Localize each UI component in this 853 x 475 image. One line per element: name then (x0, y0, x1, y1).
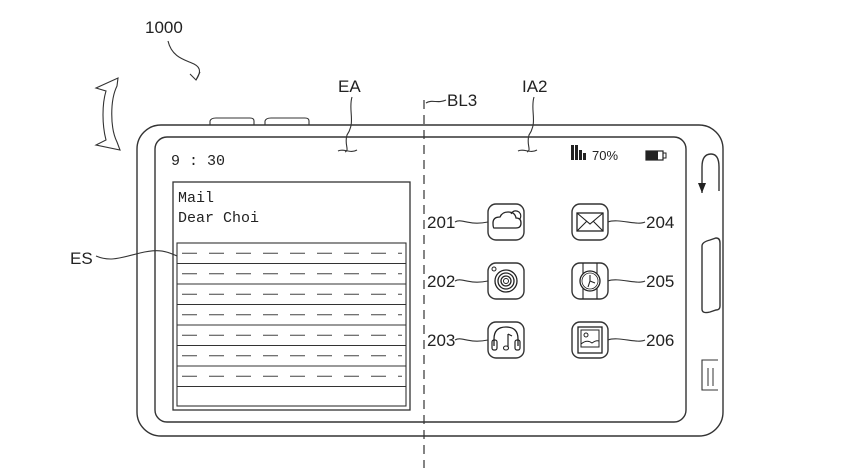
app-ref-label: 203 (427, 331, 455, 350)
app-icon-frame (487, 262, 525, 300)
app-ref-leader (454, 279, 489, 283)
app-icon-206[interactable] (571, 321, 609, 359)
rotate-arrow-icon (94, 77, 121, 151)
app-ref-leader (607, 338, 646, 342)
mail-text-rows (177, 252, 406, 387)
screen (154, 136, 687, 423)
side-button-2[interactable] (264, 117, 310, 125)
mail-title: Mail (178, 190, 214, 207)
device-ref-label: 1000 (145, 18, 183, 37)
gallery-picture-icon (577, 326, 603, 354)
app-icon-grid: 201 202 203 204 205 206 (427, 203, 674, 359)
status-time: 9 : 30 (171, 153, 225, 170)
ea-leader (337, 96, 358, 153)
camera-icon (491, 266, 518, 293)
app-icon-203[interactable] (487, 321, 525, 359)
app-ref-label: 205 (646, 272, 674, 291)
app-icon-205[interactable] (571, 262, 609, 300)
icon-area-label: IA2 (522, 77, 548, 96)
side-button-1[interactable] (209, 117, 255, 125)
device-body (136, 124, 724, 437)
cloud-weather-icon (492, 210, 522, 229)
battery-percent: 70% (592, 148, 618, 163)
app-ref-label: 201 (427, 213, 455, 232)
es-leader (95, 250, 178, 260)
mail-envelope-icon (576, 212, 604, 232)
edge-screen-label: ES (70, 249, 93, 268)
menu-icon[interactable] (701, 359, 718, 391)
ref-arrowhead-1000 (189, 71, 201, 81)
edge-area-label: EA (338, 77, 361, 96)
ref-leader-1000 (167, 40, 201, 81)
app-icon-204[interactable] (571, 203, 609, 241)
app-ref-leader (454, 338, 489, 342)
back-icon[interactable] (698, 153, 720, 193)
boundary-line-label: BL3 (447, 91, 477, 110)
signal-bars-icon (571, 145, 586, 160)
mail-subtitle: Dear Choi (178, 210, 259, 227)
ia2-leader (517, 96, 538, 153)
headphones-music-icon (491, 326, 521, 351)
app-ref-leader (454, 220, 489, 224)
app-ref-label: 206 (646, 331, 674, 350)
battery-icon (645, 150, 667, 161)
app-ref-leader (607, 220, 646, 224)
app-ref-label: 204 (646, 213, 674, 232)
app-icon-201[interactable] (487, 203, 525, 241)
home-button[interactable] (701, 237, 721, 314)
bl3-leader (425, 99, 447, 104)
app-icon-202[interactable] (487, 262, 525, 300)
watch-clock-icon (579, 263, 601, 299)
app-ref-label: 202 (427, 272, 455, 291)
app-ref-leader (607, 279, 646, 283)
